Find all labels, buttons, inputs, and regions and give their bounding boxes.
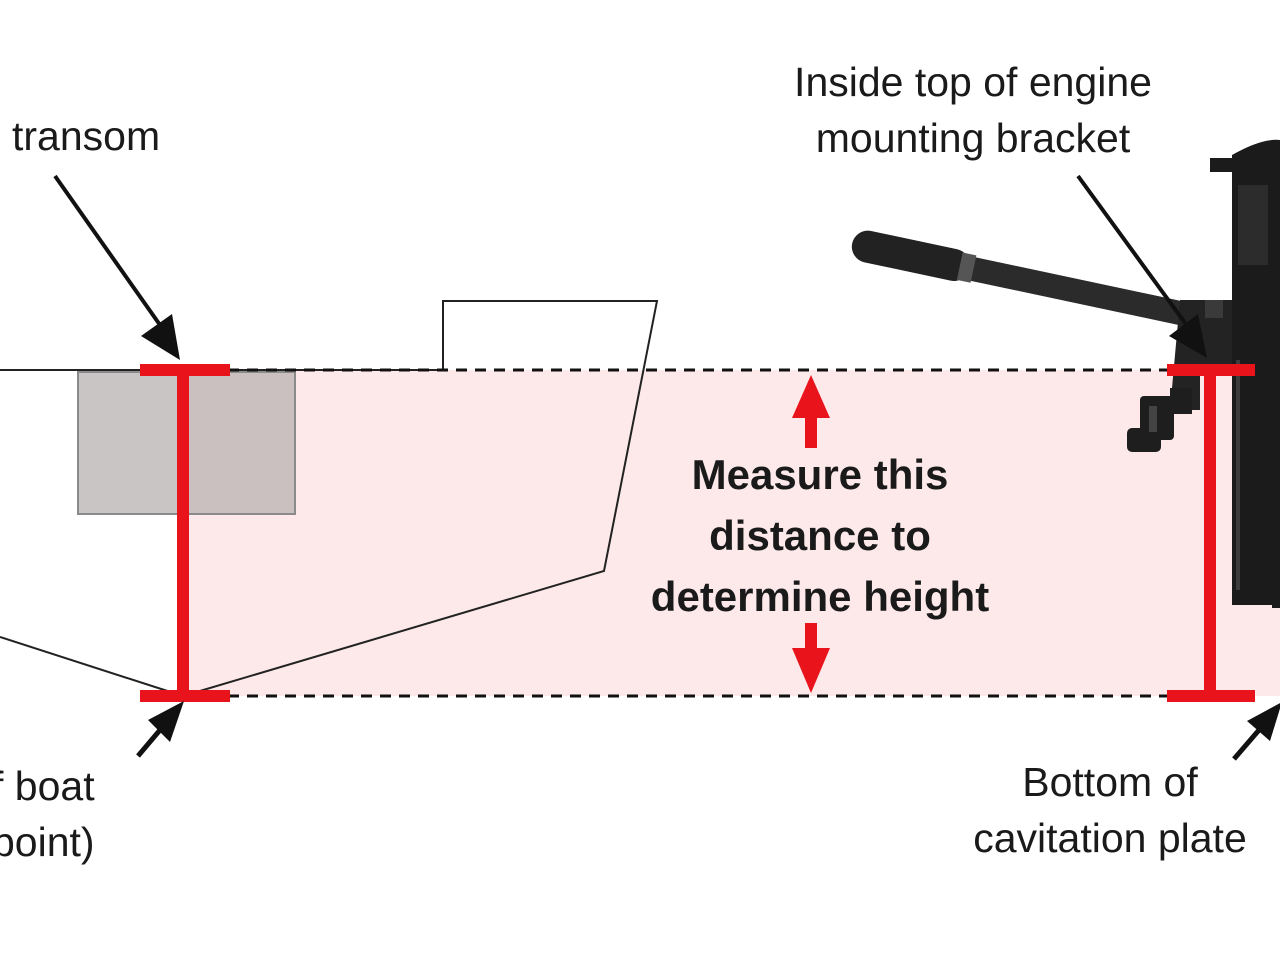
cav-plate-label-line1: Bottom of bbox=[1022, 759, 1198, 805]
bracket-label-line2: mounting bracket bbox=[815, 115, 1131, 161]
boat-bottom-label-line2: point) bbox=[0, 819, 95, 865]
boat-bottom-label-line1: f boat bbox=[0, 763, 95, 809]
bracket-label-line1: Inside top of engine bbox=[794, 59, 1152, 105]
measure-line3: determine height bbox=[650, 573, 990, 620]
boat-bottom-pointer-arrow-icon bbox=[136, 701, 184, 758]
measure-up-arrow-icon bbox=[792, 375, 830, 448]
measure-down-arrow-icon bbox=[792, 623, 830, 693]
measure-line1: Measure this bbox=[691, 451, 949, 498]
transom-label: transom bbox=[12, 108, 160, 164]
measure-line2: distance to bbox=[709, 512, 931, 559]
transom-pointer-arrow-icon bbox=[53, 174, 180, 360]
outboard-motor-icon bbox=[851, 139, 1280, 608]
bracket-label: Inside top of engine mounting bracket bbox=[794, 54, 1152, 166]
transom-label-text: transom bbox=[12, 113, 161, 159]
cav-plate-pointer-arrow-icon bbox=[1232, 703, 1280, 761]
reference-dashed-lines bbox=[228, 368, 1170, 698]
transom-height-bar bbox=[140, 364, 230, 702]
bracket-pointer-arrow-icon bbox=[1076, 174, 1207, 358]
cavitation-plate-label: Bottom of cavitation plate bbox=[973, 754, 1247, 866]
measure-instruction: Measure this distance to determine heigh… bbox=[651, 444, 989, 627]
cav-plate-label-line2: cavitation plate bbox=[973, 815, 1247, 861]
motor-height-bar bbox=[1167, 364, 1255, 702]
boat-bottom-label: f boat point) bbox=[0, 758, 95, 870]
